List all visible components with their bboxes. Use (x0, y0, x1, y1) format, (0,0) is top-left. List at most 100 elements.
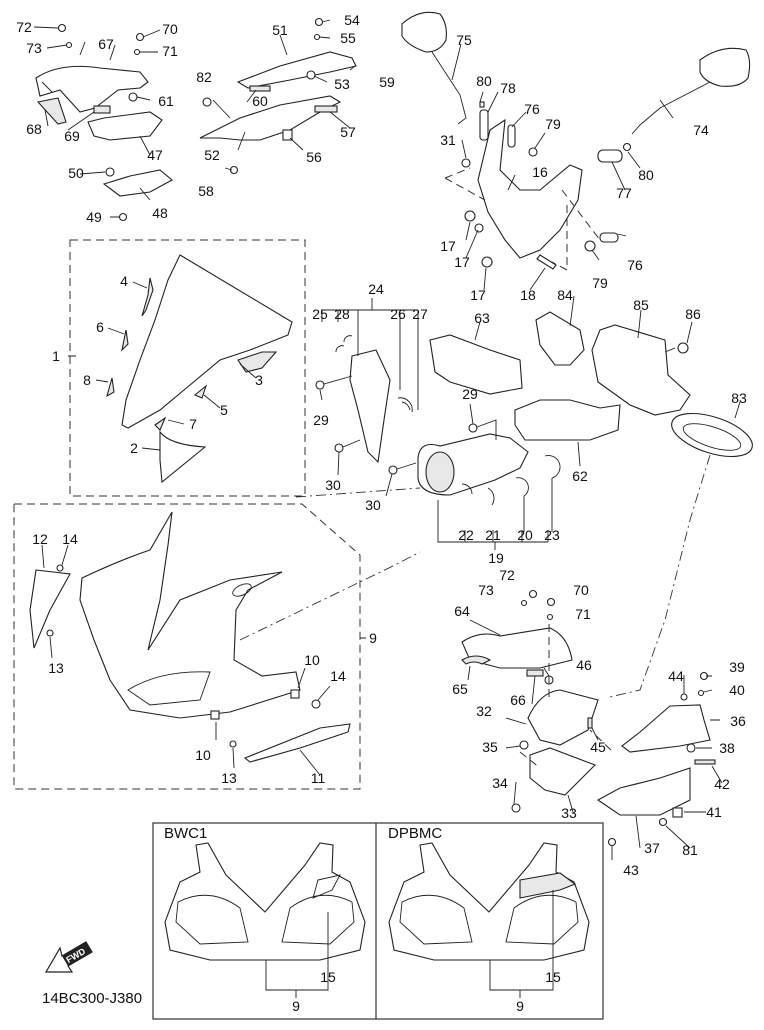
inset-cowling-dpbmc (388, 842, 590, 998)
callout-29a: 29 (313, 412, 329, 428)
cover-47 (87, 111, 163, 141)
callout-16: 16 (532, 164, 548, 180)
pad-45 (587, 717, 593, 729)
callout-6: 6 (96, 319, 104, 335)
callout-67: 67 (98, 36, 114, 52)
cover-32 (527, 689, 599, 746)
pad-57 (314, 105, 338, 113)
callout-40: 40 (729, 682, 745, 698)
callout-41: 41 (706, 804, 722, 820)
bolt-30a (334, 443, 344, 453)
bolt-54 (314, 17, 324, 27)
bolt-72b (528, 589, 538, 599)
collar-44 (680, 693, 688, 701)
nut-86 (677, 342, 689, 354)
side-panel-12 (29, 569, 71, 649)
callout-77: 77 (616, 185, 632, 201)
callout-56: 56 (306, 149, 322, 165)
callout-46: 46 (576, 657, 592, 673)
callout-25: 25 (312, 306, 328, 322)
duct-63 (429, 334, 523, 395)
callout-37: 37 (644, 840, 660, 856)
nut-50 (105, 167, 115, 177)
fwd-arrow-icon (44, 941, 93, 973)
bolt-49 (118, 212, 128, 222)
bolt-30b (388, 465, 398, 475)
plate-76b (599, 232, 619, 243)
callout-12: 12 (32, 531, 48, 547)
callout-80b: 80 (638, 167, 654, 183)
plate-78 (479, 109, 489, 141)
stay-52 (199, 95, 342, 141)
trim-65 (461, 655, 492, 665)
seal-6 (121, 329, 129, 352)
inset-cowling-bwc1 (164, 842, 366, 998)
washer-71b (546, 613, 554, 621)
callout-30a: 30 (325, 477, 341, 493)
callout-19: 19 (488, 550, 504, 566)
callout-72b: 72 (499, 567, 515, 583)
callout-62: 62 (572, 468, 588, 484)
nut-35 (519, 740, 529, 750)
windscreen (121, 254, 293, 429)
callout-58: 58 (198, 183, 214, 199)
callout-71a: 71 (162, 43, 178, 59)
callout-79a: 79 (545, 116, 561, 132)
bolt-43 (607, 837, 617, 847)
callout-2: 2 (130, 440, 138, 456)
callout-24: 24 (368, 281, 384, 297)
stay-33 (529, 747, 596, 796)
callout-14a: 14 (62, 531, 78, 547)
clip-41 (672, 807, 683, 818)
callout-48: 48 (152, 205, 168, 221)
upper-cowling-9 (79, 511, 301, 719)
callout-18: 18 (520, 287, 536, 303)
callout-30b: 30 (365, 497, 381, 513)
drawing-code: 14BC300-J380 (42, 990, 143, 1007)
callout-23: 23 (544, 527, 560, 543)
bolt-70b (546, 597, 556, 607)
pad-66 (526, 669, 544, 677)
callout-55: 55 (340, 30, 356, 46)
callout-72a: 72 (16, 19, 32, 35)
mirror-74 (699, 47, 751, 87)
callout-45: 45 (590, 739, 606, 755)
washer-40 (697, 689, 705, 697)
grommet-17a (464, 210, 476, 222)
callout-11: 11 (310, 770, 326, 786)
collar-61 (128, 92, 138, 102)
callout-34: 34 (492, 775, 508, 791)
collar-53 (306, 70, 316, 80)
callout-82: 82 (196, 69, 212, 85)
pad-60 (249, 85, 271, 92)
nut-56 (282, 129, 293, 141)
bolt-72 (57, 23, 67, 33)
callout-38: 38 (719, 740, 735, 756)
callout-4: 4 (120, 273, 128, 289)
callout-10b: 10 (195, 747, 211, 763)
cover-64 (461, 627, 573, 669)
callout-31: 31 (440, 132, 456, 148)
callout-65: 65 (452, 681, 468, 697)
inset-title-dpbmc: DPBMC (388, 825, 443, 842)
callout-13b: 13 (221, 770, 237, 786)
bolt-29a (315, 380, 325, 390)
nut-79a (528, 147, 538, 157)
callout-43: 43 (623, 862, 639, 878)
windscreen-group-box (69, 239, 306, 497)
plate-77 (597, 149, 623, 163)
callout-32: 32 (476, 703, 492, 719)
washer-55 (313, 33, 321, 41)
bolt-29b (468, 423, 478, 433)
callout-27: 27 (412, 306, 428, 322)
seal-8 (106, 377, 115, 398)
callout-3: 3 (255, 372, 263, 388)
callout-17a: 17 (440, 238, 456, 254)
callout-5: 5 (220, 402, 228, 418)
panel-2 (159, 430, 207, 484)
callout-13a: 13 (48, 660, 64, 676)
callout-76a: 76 (524, 101, 540, 117)
grommet-17c (481, 256, 493, 268)
